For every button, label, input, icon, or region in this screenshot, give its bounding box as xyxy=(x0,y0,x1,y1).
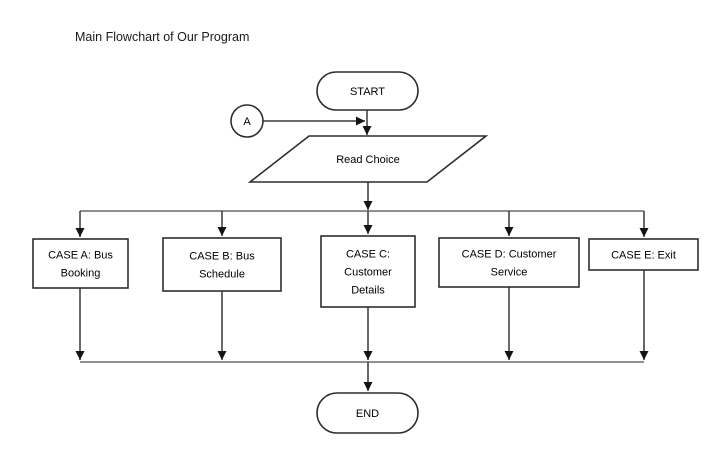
case-c-to-merge-rail xyxy=(363,307,373,360)
arrowhead-icon xyxy=(363,225,373,234)
case-a-to-merge-rail xyxy=(75,288,85,360)
case-a-shape xyxy=(32,238,129,289)
case-b-to-merge-rail xyxy=(217,291,227,360)
edge-layer xyxy=(75,110,649,391)
node-label-line: A xyxy=(243,116,251,128)
branch-to-case-e xyxy=(639,211,649,237)
case-d-to-merge-rail xyxy=(504,287,514,360)
node-label-line: END xyxy=(356,408,379,420)
arrowhead-icon xyxy=(363,351,373,360)
node-label-line: CASE C: xyxy=(346,249,390,261)
node-label-line: CASE A: Bus xyxy=(48,250,113,262)
connector-a-to-junction xyxy=(263,116,365,126)
node-label-line: START xyxy=(350,86,385,98)
arrowhead-icon xyxy=(363,382,373,391)
arrowhead-icon xyxy=(356,116,365,126)
node-label-line: Booking xyxy=(61,268,101,280)
merge-to-end xyxy=(363,362,373,391)
case-e-shape xyxy=(588,238,699,271)
connector-a-shape xyxy=(230,104,264,138)
diagram-title: Main Flowchart of Our Program xyxy=(75,30,249,44)
node-case-e: CASE E: Exit xyxy=(588,238,699,271)
read-choice-to-branch-rail xyxy=(363,182,373,210)
start-to-junction xyxy=(362,110,372,135)
arrowhead-icon xyxy=(362,126,372,135)
end-shape xyxy=(316,392,419,434)
node-label-line: Details xyxy=(351,285,385,297)
node-label-line: Read Choice xyxy=(336,154,400,166)
branch-to-case-a xyxy=(75,211,85,237)
start-shape xyxy=(316,71,419,111)
node-label: START xyxy=(350,86,385,98)
node-label: Read Choice xyxy=(336,154,400,166)
branch-to-case-d xyxy=(504,211,514,236)
arrowhead-icon xyxy=(75,351,85,360)
node-connector-a: A xyxy=(230,104,264,138)
case-e-to-merge-rail xyxy=(639,270,649,360)
node-label-line: CASE E: Exit xyxy=(611,250,676,262)
arrowhead-icon xyxy=(639,351,649,360)
case-c-shape xyxy=(320,235,416,308)
case-d-shape xyxy=(438,237,580,288)
node-end: END xyxy=(316,392,419,434)
node-label-line: CASE B: Bus xyxy=(189,251,255,263)
arrowhead-icon xyxy=(75,228,85,237)
case-b-shape xyxy=(162,237,282,292)
arrowhead-icon xyxy=(639,228,649,237)
arrowhead-icon xyxy=(504,351,514,360)
read-choice-shape xyxy=(247,135,489,183)
node-label-line: CASE D: Customer xyxy=(462,249,557,261)
branch-to-case-c xyxy=(363,211,373,234)
arrowhead-icon xyxy=(363,201,373,210)
node-label: END xyxy=(356,408,379,420)
node-label: CASE E: Exit xyxy=(611,250,676,262)
node-read-choice: Read Choice xyxy=(247,135,489,183)
branch-to-case-b xyxy=(217,211,227,236)
arrowhead-icon xyxy=(217,227,227,236)
arrowhead-icon xyxy=(217,351,227,360)
node-label-line: Schedule xyxy=(199,269,245,281)
node-label: A xyxy=(243,116,251,128)
node-label-line: Service xyxy=(491,267,528,279)
arrowhead-icon xyxy=(504,227,514,236)
node-label-line: Customer xyxy=(344,267,392,279)
node-start: START xyxy=(316,71,419,111)
